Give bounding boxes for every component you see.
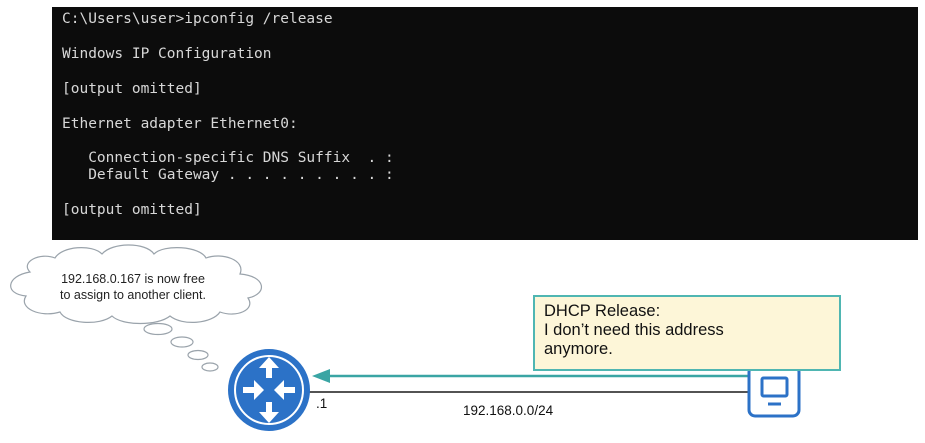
terminal-line-default-gateway: Default Gateway . . . . . . . . . : <box>62 167 394 183</box>
dhcp-release-callout: DHCP Release: I don’t need this address … <box>533 295 841 371</box>
terminal-line-header: Windows IP Configuration <box>62 46 272 62</box>
thought-cloud-line-1: 192.168.0.167 is now free <box>61 272 205 286</box>
network-address-label: 192.168.0.0/24 <box>463 403 554 418</box>
router-interface-label: .1 <box>316 396 328 411</box>
terminal-line-omitted-2: [output omitted] <box>62 202 202 218</box>
thought-cloud <box>10 244 263 372</box>
thought-cloud-text: 192.168.0.167 is now free to assign to a… <box>18 271 248 303</box>
callout-line-3: anymore. <box>544 340 613 358</box>
terminal-line-adapter: Ethernet adapter Ethernet0: <box>62 116 298 132</box>
callout-line-2: I don’t need this address <box>544 321 724 339</box>
thought-cloud-line-2: to assign to another client. <box>60 288 206 302</box>
terminal-line-command: C:\Users\user>ipconfig /release <box>62 11 333 27</box>
dhcp-release-arrow <box>312 369 750 383</box>
terminal-line-omitted: [output omitted] <box>62 81 202 97</box>
callout-line-1: DHCP Release: <box>544 302 661 320</box>
terminal-line-dns-suffix: Connection-specific DNS Suffix . : <box>62 150 394 166</box>
router-icon[interactable] <box>228 349 310 431</box>
command-prompt-window: C:\Users\user>ipconfig /release Windows … <box>52 7 918 240</box>
computer-icon[interactable] <box>747 364 801 418</box>
